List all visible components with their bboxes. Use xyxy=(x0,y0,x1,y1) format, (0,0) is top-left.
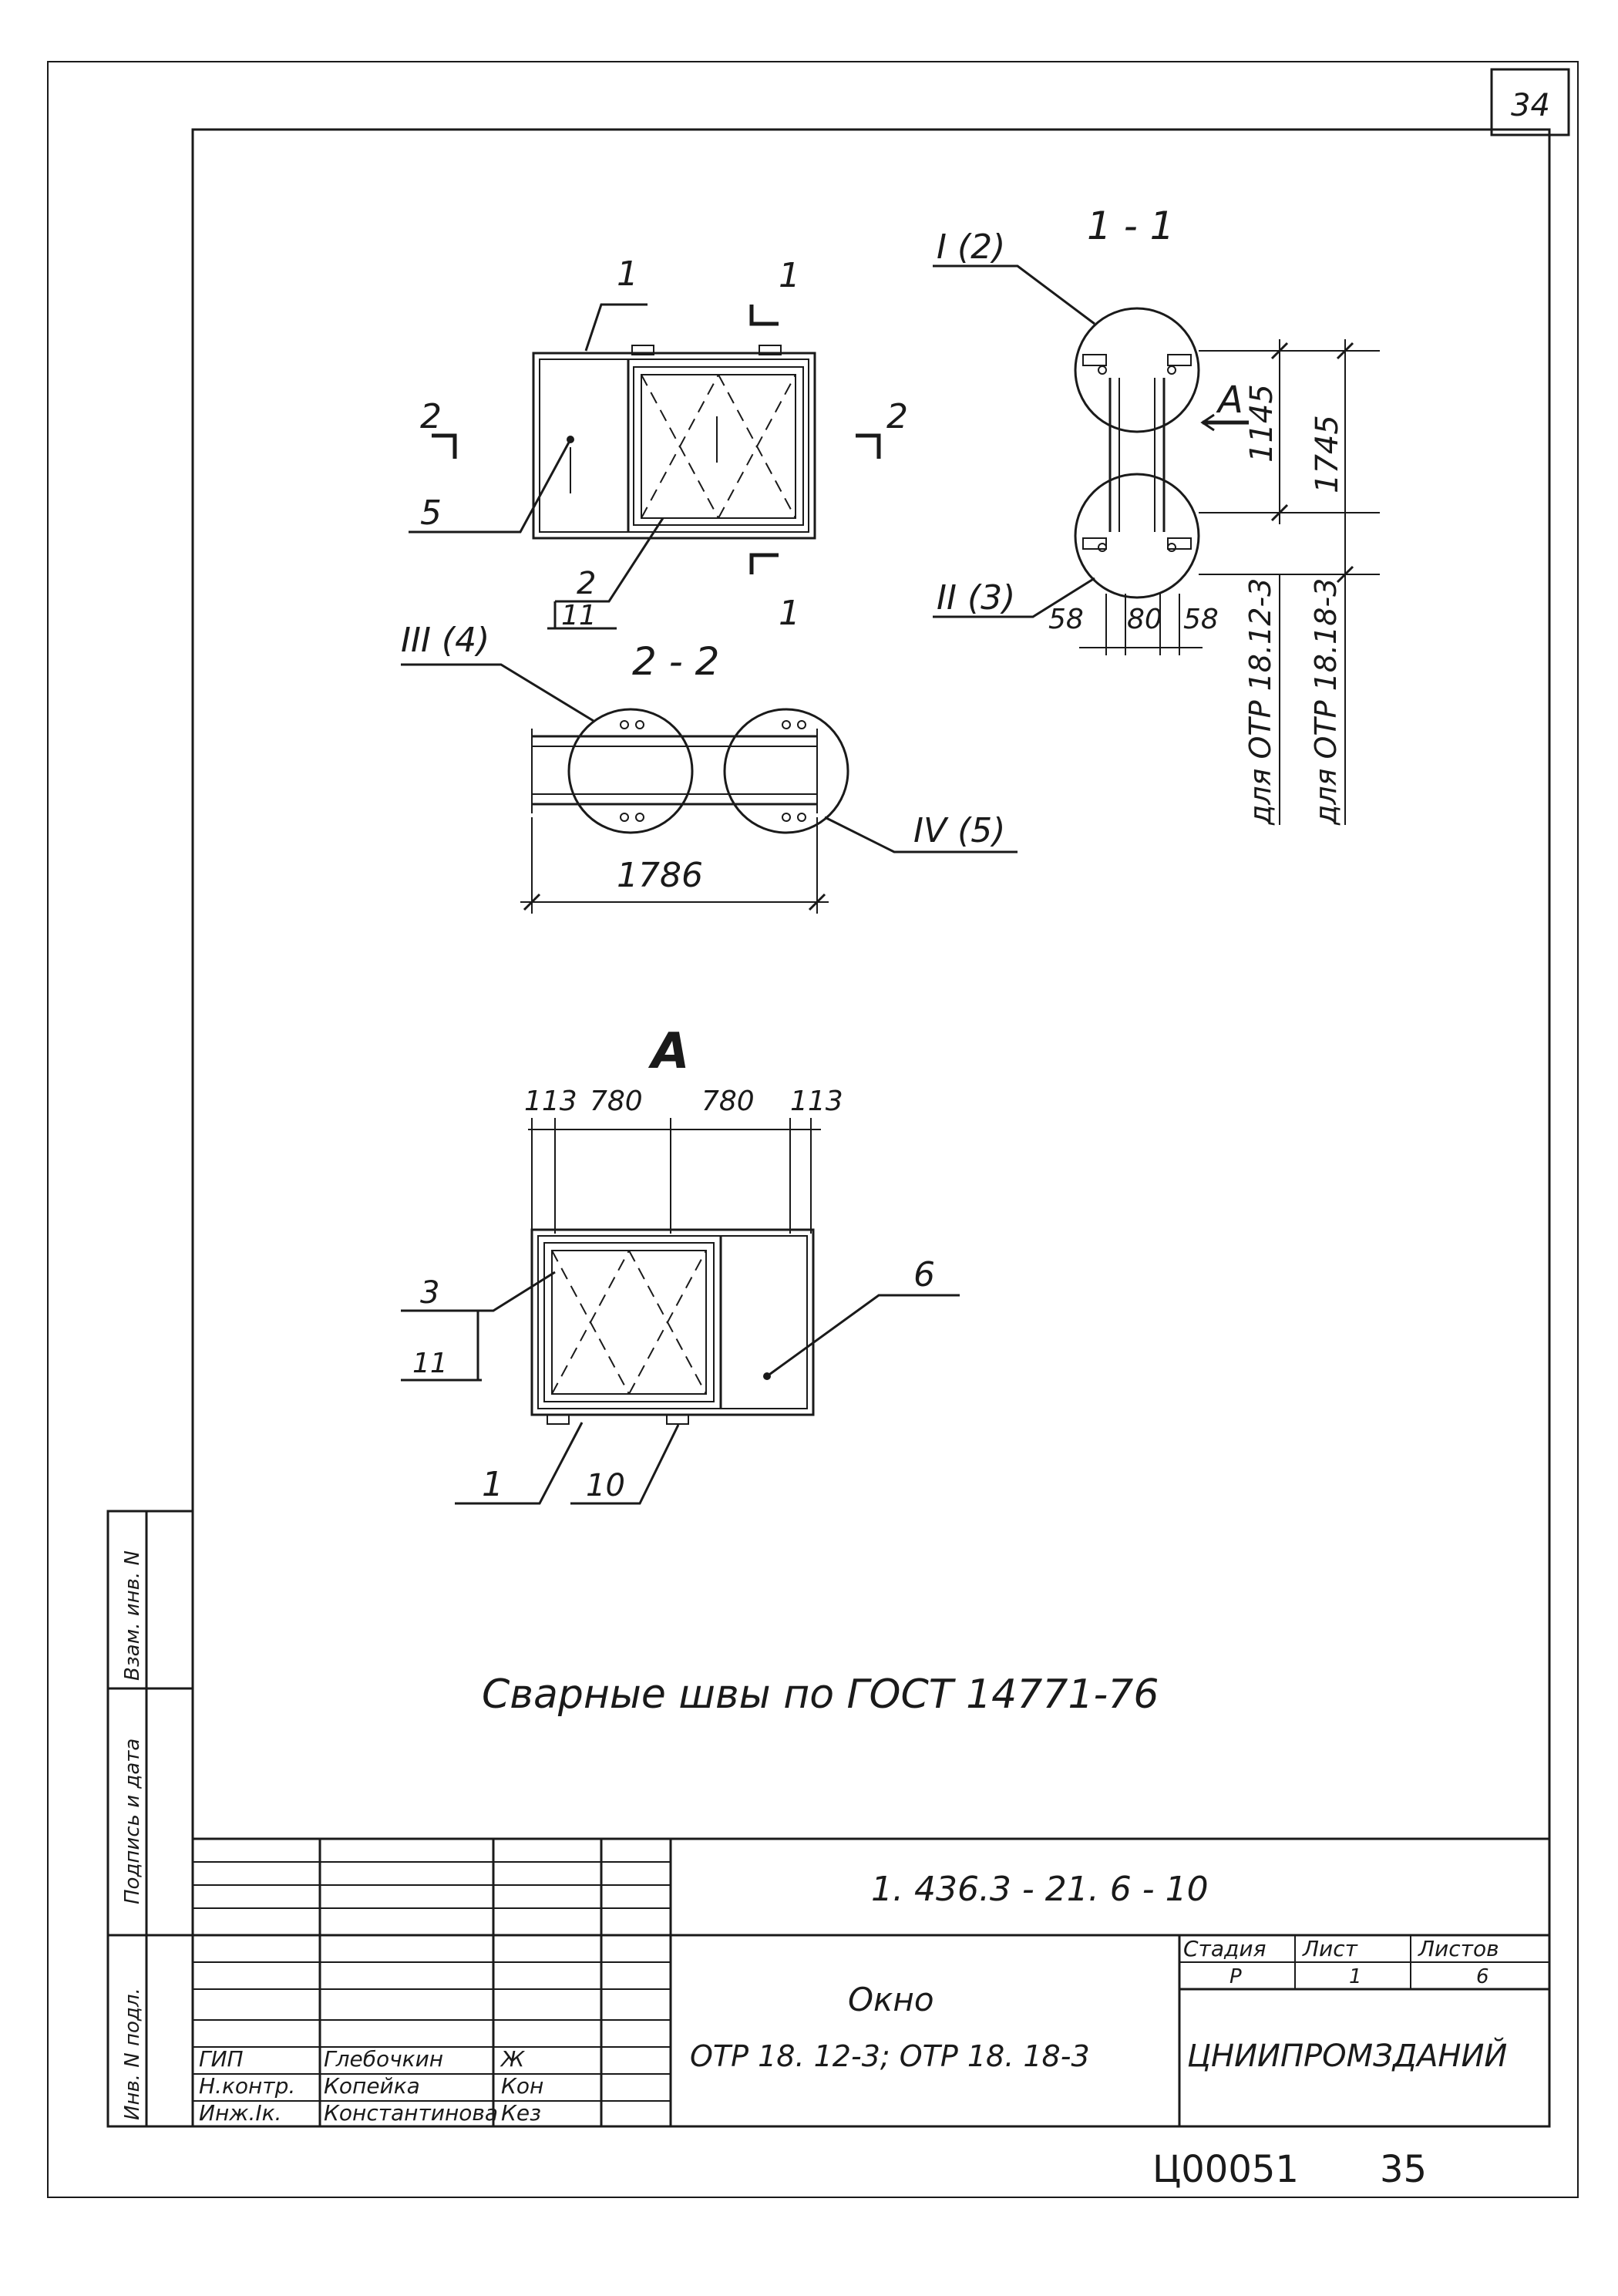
section-2-2: 2 - 2 III (4) IV (5) 1786 xyxy=(401,621,1018,914)
marker-pos3: 3 xyxy=(420,1275,439,1311)
stage-header: Стадия xyxy=(1183,1936,1266,1961)
doc-title: Окно xyxy=(848,1981,934,2018)
marker-pos2: 2 xyxy=(577,566,596,601)
sheets-header: Листов xyxy=(1418,1936,1499,1961)
section-mark-2-left: 2 xyxy=(420,397,442,436)
main-window-view: 1 5 2 11 1 1 2 2 xyxy=(409,254,908,633)
section-2-2-title: 2 - 2 xyxy=(632,639,719,684)
dim-80: 80 xyxy=(1127,604,1162,635)
sign-inzh: Кез xyxy=(501,2100,541,2126)
document-code: 1. 436.3 - 21. 6 - 10 xyxy=(871,1870,1209,1909)
section-mark-1-bottom: 1 xyxy=(779,594,800,633)
callout-I: I (2) xyxy=(937,227,1005,267)
marker-pos3-sheet: 11 xyxy=(412,1348,448,1379)
marker-pos1-main: 1 xyxy=(617,254,638,294)
footer-page: 35 xyxy=(1380,2148,1427,2191)
doc-subtitle: ОТР 18. 12-3; ОТР 18. 18-3 xyxy=(690,2039,1090,2073)
section-1-1: 1 - 1 I (2) II (3) А 1145 xyxy=(933,204,1380,826)
side-stamp-replace: Взам. инв. N xyxy=(121,1550,144,1681)
marker-pos5: 5 xyxy=(420,493,442,533)
dim-1745: 1745 xyxy=(1310,415,1345,493)
title-block: 1. 436.3 - 21. 6 - 10 Окно ОТР 18. 12-3;… xyxy=(193,1837,1549,2126)
role-gip: ГИП xyxy=(199,2046,244,2072)
organization: ЦНИИПРОМЗДАНИЙ xyxy=(1187,2037,1507,2074)
side-stamp-sign-date: Подпись и дата xyxy=(121,1739,144,1904)
dim-1786: 1786 xyxy=(617,856,703,895)
marker-pos10: 10 xyxy=(586,1468,625,1503)
dim-58-right: 58 xyxy=(1183,604,1219,635)
role-inzh: Инж.Iк. xyxy=(199,2100,281,2126)
inner-frame xyxy=(191,128,1551,2128)
page-number-box xyxy=(1490,68,1570,136)
sign-gip: Ж xyxy=(500,2046,526,2072)
dim-1145: 1145 xyxy=(1244,384,1280,463)
dim-113-left: 113 xyxy=(524,1086,577,1117)
stage-value: Р xyxy=(1229,1965,1242,1988)
outer-frame xyxy=(47,61,1579,2198)
dim-780-right: 780 xyxy=(701,1086,755,1117)
dim-113-right: 113 xyxy=(790,1086,843,1117)
dim-58-left: 58 xyxy=(1048,604,1084,635)
note-for-otr-18-18-3: для ОТР 18.18-3 xyxy=(1309,578,1343,826)
name-inzh: Константинова xyxy=(324,2100,498,2126)
marker-pos2-sheet: 11 xyxy=(561,600,597,631)
welding-note: Сварные швы по ГОСТ 14771-76 xyxy=(482,1672,1159,1718)
section-mark-2-right: 2 xyxy=(886,397,908,436)
section-mark-1-top: 1 xyxy=(779,256,800,295)
view-A: А 113 780 780 113 3 11 6 1 xyxy=(401,1023,960,1505)
callout-II: II (3) xyxy=(937,578,1015,618)
side-stamp: Инв. N подл. Подпись и дата Взам. инв. N xyxy=(106,1510,194,2128)
view-A-title: А xyxy=(648,1023,690,1080)
page-corner-number: 34 xyxy=(1511,88,1550,123)
sign-ncontr: Кон xyxy=(501,2073,543,2099)
marker-pos1-viewA: 1 xyxy=(482,1465,503,1504)
callout-IV: IV (5) xyxy=(913,811,1005,850)
callout-III: III (4) xyxy=(401,621,489,660)
footer-code: Ц00051 xyxy=(1152,2148,1299,2191)
marker-pos6: 6 xyxy=(913,1255,935,1294)
side-stamp-inv: Инв. N подл. xyxy=(121,1988,144,2120)
sheet-header: Лист xyxy=(1302,1936,1358,1961)
role-ncontr: Н.контр. xyxy=(199,2073,295,2099)
note-for-otr-18-12-3: для ОТР 18.12-3 xyxy=(1243,578,1277,826)
name-gip: Глебочкин xyxy=(324,2046,443,2072)
sheets-value: 6 xyxy=(1476,1965,1489,1988)
section-1-1-title: 1 - 1 xyxy=(1087,204,1174,248)
view-arrow-A: А xyxy=(1216,379,1243,422)
sheet-value: 1 xyxy=(1349,1965,1362,1988)
name-ncontr: Копейка xyxy=(324,2073,420,2099)
dim-780-left: 780 xyxy=(590,1086,643,1117)
